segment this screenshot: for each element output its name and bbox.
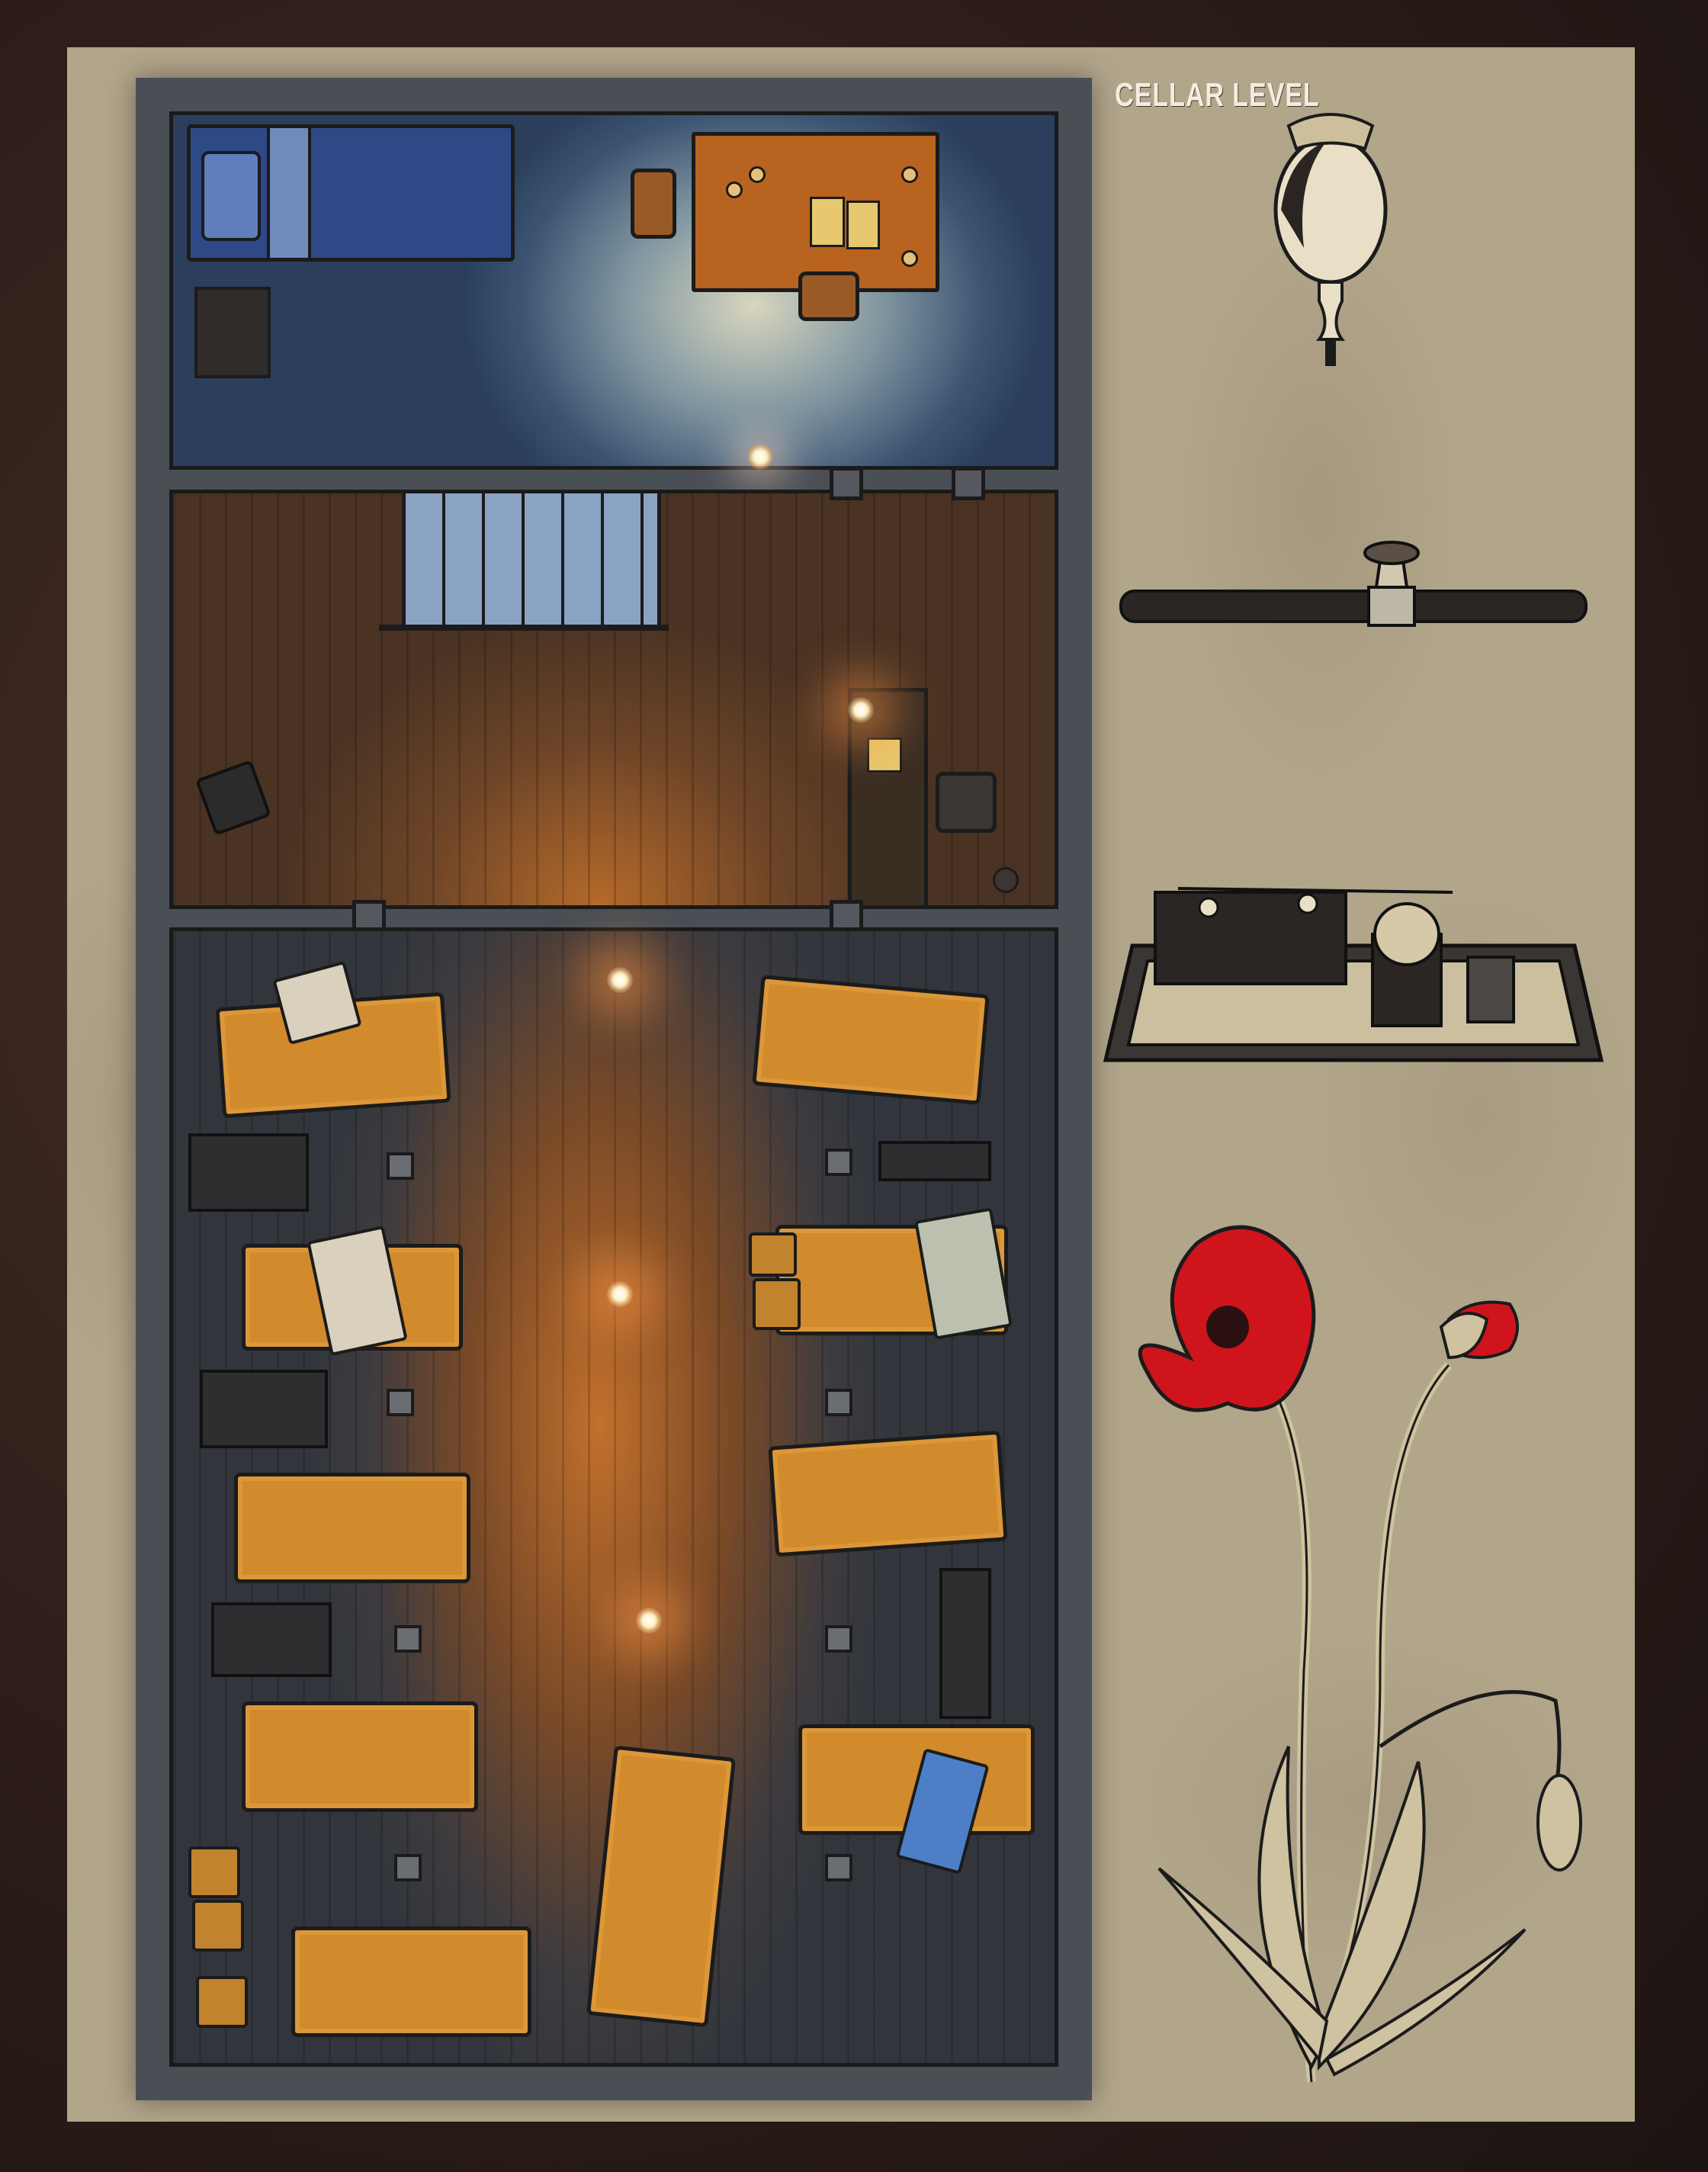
pipe-tray-icon bbox=[939, 1568, 991, 1719]
mattress-icon bbox=[752, 975, 990, 1105]
coin-icon bbox=[901, 250, 918, 267]
crate-icon bbox=[188, 1846, 240, 1898]
pillar-icon bbox=[830, 467, 863, 500]
paper-icon bbox=[867, 737, 902, 773]
pillow-icon bbox=[753, 1278, 801, 1330]
pipe-tray-icon bbox=[211, 1602, 332, 1677]
lamp-icon bbox=[607, 967, 633, 993]
bedroom-room bbox=[169, 111, 1058, 470]
level-caption: CELLAR LEVEL bbox=[1115, 76, 1320, 114]
paper-icon bbox=[846, 201, 880, 249]
post-icon bbox=[387, 1389, 414, 1416]
entry-hall-room bbox=[169, 490, 1058, 909]
pipe-tray-icon bbox=[200, 1370, 328, 1448]
pipe-tray-icon bbox=[188, 1133, 309, 1212]
blanket-icon bbox=[267, 128, 311, 258]
stool-icon bbox=[936, 772, 997, 833]
opium-pipe-icon bbox=[1119, 541, 1588, 627]
mattress-icon bbox=[234, 1473, 470, 1583]
opium-tray-icon bbox=[1103, 887, 1604, 1062]
post-icon bbox=[394, 1625, 422, 1653]
stair-rail-icon bbox=[379, 625, 669, 631]
pillow-icon bbox=[201, 151, 261, 241]
post-icon bbox=[387, 1152, 414, 1180]
mattress-icon bbox=[586, 1745, 737, 2028]
mattress-icon bbox=[291, 1926, 531, 2037]
crate-icon bbox=[196, 1976, 248, 2028]
dormitory-room bbox=[169, 927, 1058, 2067]
mattress-icon bbox=[768, 1430, 1008, 1557]
pipe-tray-icon bbox=[878, 1141, 991, 1181]
coin-icon bbox=[726, 182, 743, 198]
coin-icon bbox=[749, 166, 766, 183]
poppy-flower-icon bbox=[1138, 1225, 1582, 2083]
crate-icon bbox=[192, 1900, 244, 1952]
post-icon bbox=[825, 1854, 852, 1881]
table-icon bbox=[692, 132, 939, 292]
post-icon bbox=[825, 1389, 852, 1416]
post-icon bbox=[825, 1625, 852, 1653]
paper-icon bbox=[810, 197, 845, 247]
poppy-seed-pod-icon bbox=[1273, 113, 1388, 366]
coin-icon bbox=[901, 166, 918, 183]
lamp-icon bbox=[747, 444, 773, 470]
coin-icon bbox=[993, 867, 1019, 893]
lamp-icon bbox=[636, 1608, 662, 1634]
lamp-icon bbox=[607, 1281, 633, 1307]
nightstand-icon bbox=[194, 287, 271, 378]
top-hat-icon bbox=[195, 760, 271, 836]
bed-icon bbox=[187, 124, 515, 262]
mattress-icon bbox=[242, 1701, 478, 1812]
post-icon bbox=[394, 1854, 422, 1881]
lamp-icon bbox=[848, 697, 874, 723]
cellar-map bbox=[136, 78, 1092, 2100]
stool-icon bbox=[798, 272, 859, 321]
stool-icon bbox=[631, 169, 676, 239]
stairs-icon bbox=[402, 493, 661, 631]
pillar-icon bbox=[952, 467, 985, 500]
desk-icon bbox=[848, 688, 928, 905]
pillow-icon bbox=[749, 1232, 797, 1277]
post-icon bbox=[825, 1149, 852, 1176]
